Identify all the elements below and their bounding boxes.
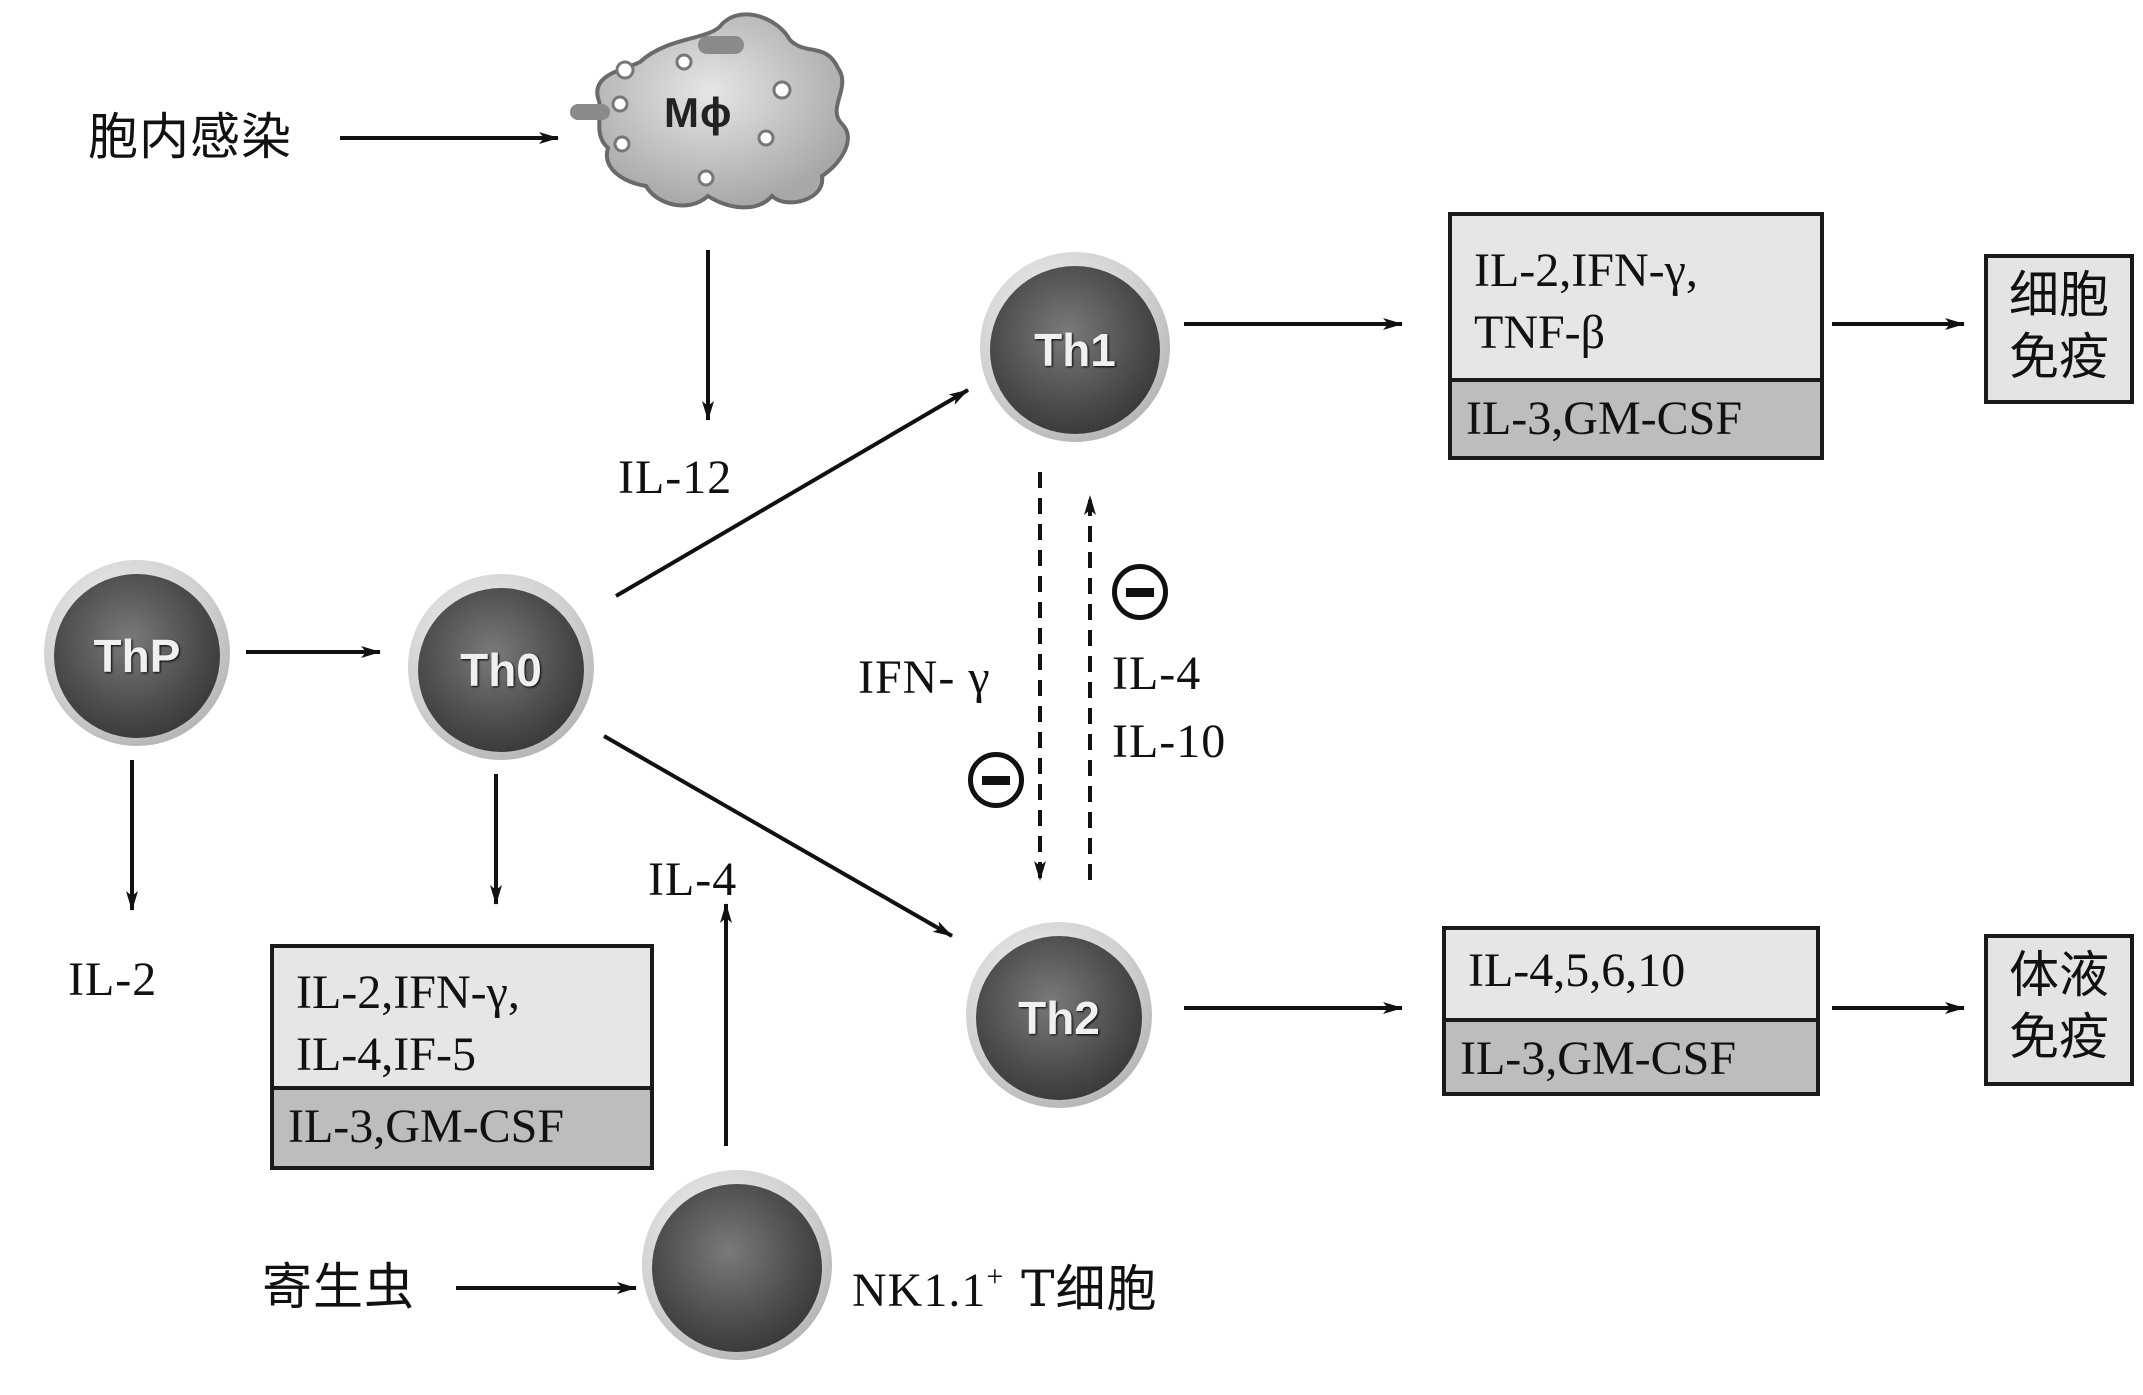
nkt-cell-name: NK1.1 bbox=[852, 1264, 987, 1317]
th2-cytokine-box: IL-4,5,6,10 IL-3,GM-CSF bbox=[1442, 926, 1820, 1096]
th0-box-bottom: IL-3,GM-CSF bbox=[274, 1086, 650, 1166]
il4-label-th2: IL-4 bbox=[1112, 647, 1202, 700]
inhibition-icon-th1-to-th2 bbox=[968, 752, 1024, 808]
th2-cell-label: Th2 bbox=[1018, 992, 1100, 1044]
parasite-label: 寄生虫 bbox=[262, 1258, 415, 1316]
il4-label-nkt: IL-4 bbox=[648, 853, 738, 906]
cellular-immunity-line1: 细胞 bbox=[2009, 266, 2109, 324]
il10-label-th2: IL-10 bbox=[1112, 715, 1227, 768]
th2-box-bottom: IL-3,GM-CSF bbox=[1446, 1018, 1816, 1092]
arrow-th0-to-th1 bbox=[614, 388, 970, 598]
inhibition-icon-th2-to-th1 bbox=[1112, 564, 1168, 620]
nkt-cell-superscript: + bbox=[986, 1260, 1005, 1293]
il12-label: IL-12 bbox=[618, 451, 733, 504]
macrophage-cell bbox=[570, 12, 850, 210]
intracellular-infection-label: 胞内感染 bbox=[88, 108, 292, 166]
ifn-gamma-label: IFN- γ bbox=[858, 651, 991, 704]
arrow-th0-to-th2 bbox=[603, 734, 953, 938]
th0-cytokine-box: IL-2,IFN-γ, IL-4,IF-5 IL-3,GM-CSF bbox=[270, 944, 654, 1170]
th0-cell: Th0 bbox=[408, 574, 594, 760]
th0-cell-label: Th0 bbox=[460, 644, 542, 696]
th1-cell-label: Th1 bbox=[1034, 324, 1116, 376]
th0-box-line2: IL-4,IF-5 bbox=[296, 1028, 476, 1081]
th0-box-line1: IL-2,IFN-γ, bbox=[296, 966, 520, 1019]
humoral-immunity-line1: 体液 bbox=[2009, 946, 2109, 1004]
nkt-cell bbox=[642, 1170, 832, 1360]
th1-cell: Th1 bbox=[980, 252, 1170, 442]
macrophage-label: Mϕ bbox=[664, 89, 733, 136]
cellular-immunity-line2: 免疫 bbox=[2009, 328, 2109, 386]
th2-cell: Th2 bbox=[966, 922, 1152, 1108]
th1-box-line2: TNF-β bbox=[1474, 306, 1606, 359]
humoral-immunity-box: 体液 免疫 bbox=[1984, 934, 2134, 1086]
th1-box-line1: IL-2,IFN-γ, bbox=[1474, 244, 1698, 297]
th1-cytokine-box: IL-2,IFN-γ, TNF-β IL-3,GM-CSF bbox=[1448, 212, 1824, 460]
cellular-immunity-box: 细胞 免疫 bbox=[1984, 254, 2134, 404]
thp-cell-label: ThP bbox=[93, 630, 181, 682]
thp-cell: ThP bbox=[44, 560, 230, 746]
il2-label: IL-2 bbox=[68, 953, 158, 1006]
th2-box-line1: IL-4,5,6,10 bbox=[1468, 944, 1686, 997]
nkt-cell-suffix: T细胞 bbox=[1004, 1260, 1158, 1318]
humoral-immunity-line2: 免疫 bbox=[2009, 1008, 2109, 1066]
nkt-cell-label: NK1.1+ T细胞 bbox=[852, 1262, 1158, 1315]
th1-box-bottom: IL-3,GM-CSF bbox=[1452, 378, 1820, 456]
